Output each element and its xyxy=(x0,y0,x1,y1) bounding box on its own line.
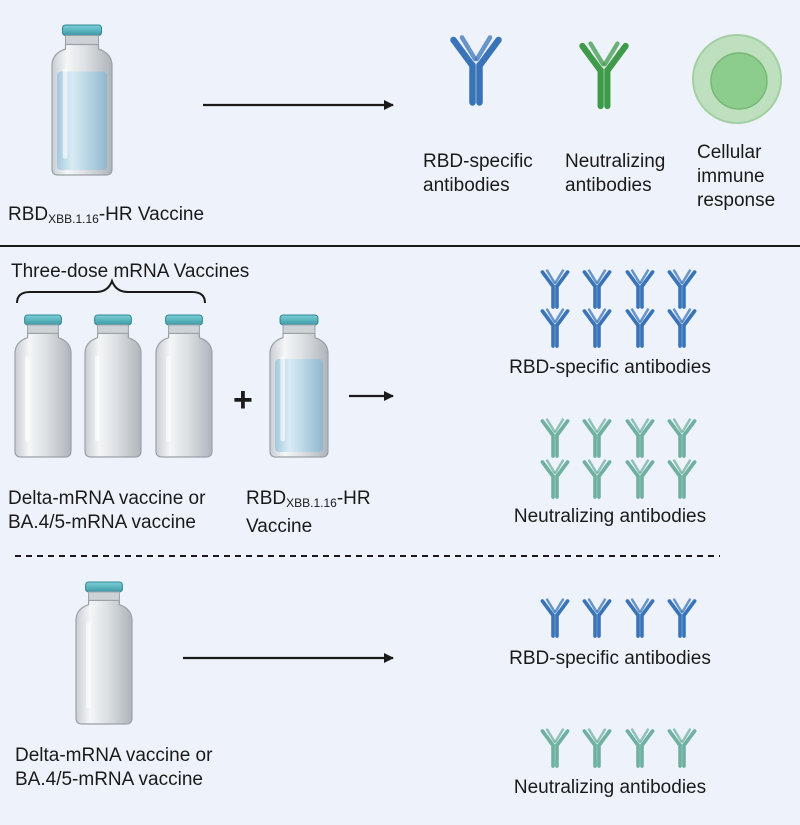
y-antibody-icon xyxy=(667,308,697,348)
y-antibody-icon xyxy=(625,598,655,638)
y-antibody-icon xyxy=(582,308,612,348)
bottom-rbd-label: RBD-specific antibodies xyxy=(509,648,711,669)
group-brace xyxy=(16,278,206,304)
y-antibody-icon xyxy=(625,269,655,309)
y-antibody-icon xyxy=(582,598,612,638)
y-antibody-icon xyxy=(540,728,570,768)
y-antibody-icon xyxy=(667,728,697,768)
plus-sign: + xyxy=(233,381,253,419)
y-antibody-icon xyxy=(625,418,655,458)
y-antibody-icon xyxy=(667,459,697,499)
vial-rbd-xbb-icon xyxy=(51,24,113,176)
y-antibody-icon xyxy=(450,35,502,106)
y-antibody-icon xyxy=(625,459,655,499)
antibody-icons xyxy=(450,35,697,768)
y-antibody-icon xyxy=(540,459,570,499)
y-antibody-icon xyxy=(667,598,697,638)
top-vaccine-label: RBDXBB.1.16-HR Vaccine xyxy=(8,204,205,226)
y-antibody-icon xyxy=(582,728,612,768)
y-antibody-icon xyxy=(540,269,570,309)
immune-cell-icon xyxy=(692,34,782,124)
y-antibody-icon xyxy=(579,41,629,110)
y-antibody-icon xyxy=(540,308,570,348)
group-title: Three-dose mRNA Vaccines xyxy=(11,261,250,282)
vial-mrna-icon xyxy=(75,581,133,725)
y-antibody-icon xyxy=(667,418,697,458)
y-antibody-icon xyxy=(540,418,570,458)
y-antibody-icon xyxy=(582,418,612,458)
y-antibody-icon xyxy=(625,728,655,768)
vial-mrna-dose-3-icon xyxy=(155,314,213,458)
vial-mrna-dose-2-icon xyxy=(84,314,142,458)
y-antibody-icon xyxy=(540,598,570,638)
vial-rbd-xbb-booster-icon xyxy=(269,314,329,458)
vial-mrna-dose-1-icon xyxy=(14,314,72,458)
middle-rbd-label: RBD-specific antibodies xyxy=(509,357,711,378)
y-antibody-icon xyxy=(625,308,655,348)
middle-neut-label: Neutralizing antibodies xyxy=(513,506,707,527)
y-antibody-icon xyxy=(582,459,612,499)
y-antibody-icon xyxy=(667,269,697,309)
y-antibody-icon xyxy=(582,269,612,309)
bottom-neut-label: Neutralizing antibodies xyxy=(513,777,707,798)
